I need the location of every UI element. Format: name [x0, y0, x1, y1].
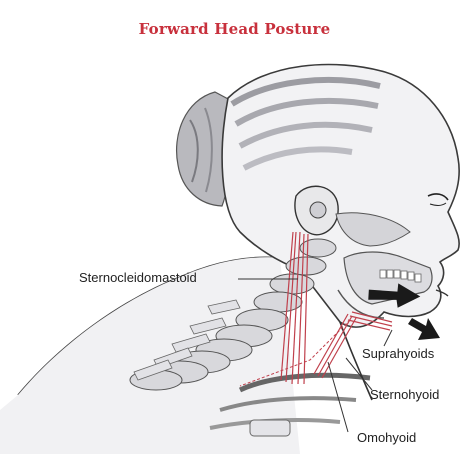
- page-title: Forward Head Posture: [0, 20, 469, 38]
- label-sternocleidomastoid: Sternocleidomastoid: [79, 270, 197, 285]
- label-omohyoid: Omohyoid: [357, 430, 416, 445]
- label-suprahyoids: Suprahyoids: [362, 346, 434, 361]
- label-sternohyoid: Sternohyoid: [370, 387, 439, 402]
